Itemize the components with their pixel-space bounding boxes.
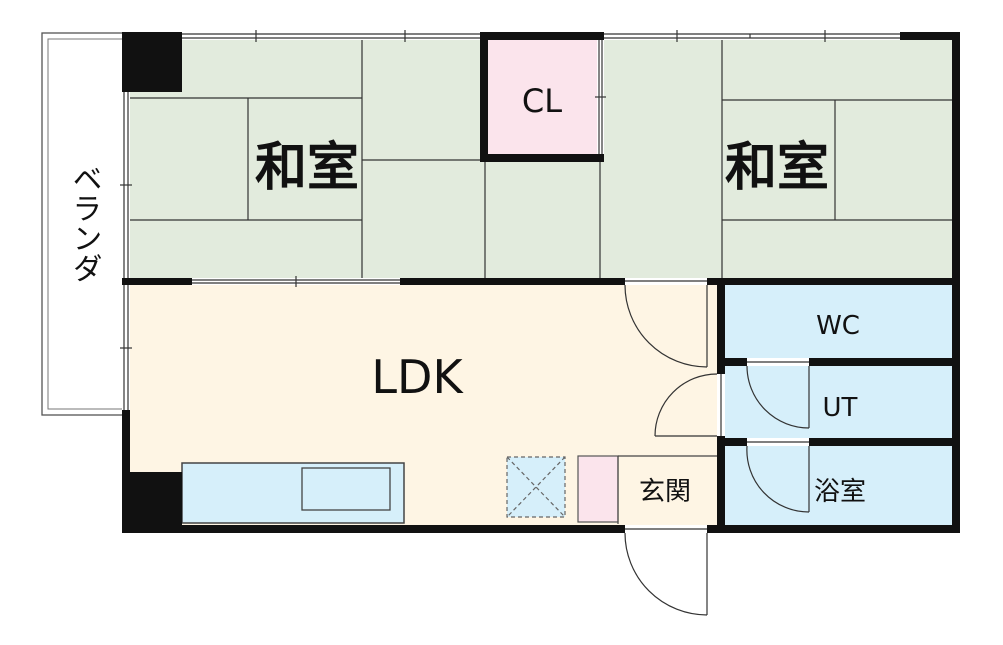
shoe-box [577,455,619,523]
doors [624,278,810,616]
ldk-label: LDK [371,350,464,404]
balcony-label: ベランダ [67,163,102,283]
washitsu-right-floor [600,40,952,280]
ut-label: UT [823,393,858,423]
washitsu-right-label: 和室 [725,138,829,198]
wc-floor [725,285,952,358]
tatami-middle-floor [485,160,600,280]
wc-label: WC [816,311,860,341]
kitchen-counter [181,462,405,524]
windows [120,30,900,410]
closet-label: CL [522,82,562,120]
bath-label: 浴室 [814,477,866,507]
ut-floor [725,366,952,439]
washitsu-left-label: 和室 [255,138,359,198]
closet-floor [485,40,600,160]
tatami-lines [130,40,952,280]
balcony [41,32,125,416]
entrance-label: 玄関 [639,477,691,507]
bath-floor [725,446,952,525]
fridge-space [506,456,566,518]
